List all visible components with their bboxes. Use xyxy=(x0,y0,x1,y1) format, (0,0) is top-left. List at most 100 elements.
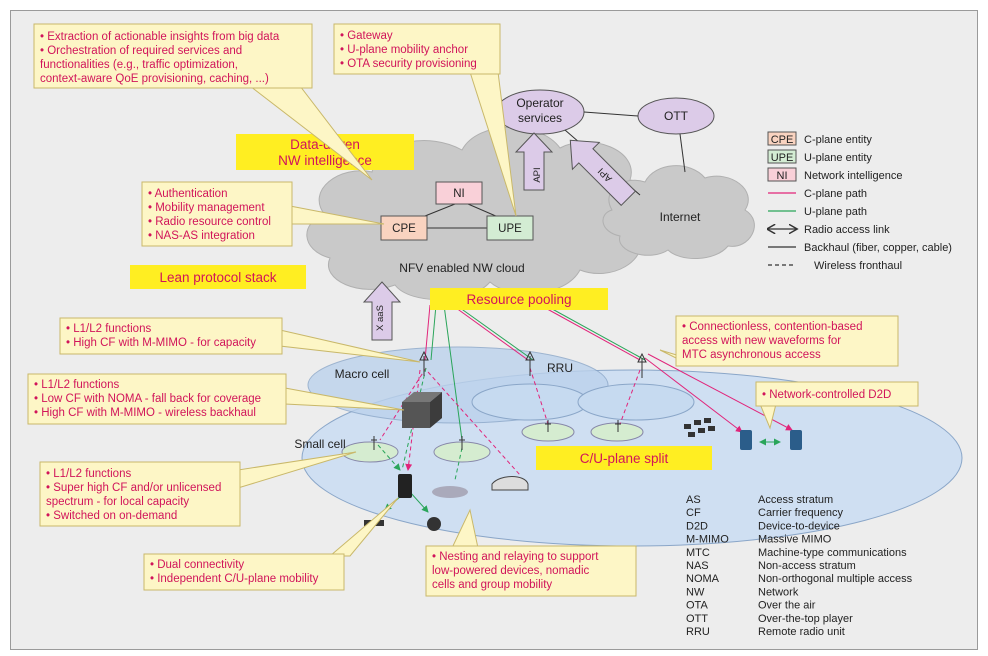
macro-cell-label: Macro cell xyxy=(335,367,390,381)
fronthaul-3 xyxy=(529,367,549,425)
radio-link-3 xyxy=(454,447,463,481)
mtc-devices xyxy=(684,418,715,437)
legend-label: U-plane entity xyxy=(804,152,872,164)
api-arrow-2: API xyxy=(569,139,637,207)
cpe-box xyxy=(380,215,428,241)
insights-line-1: • Extraction of actionable insights from… xyxy=(40,31,280,43)
abbreviation-definition: Access stratum xyxy=(758,494,833,506)
legend-item: UPE U-plane entity xyxy=(767,149,872,164)
callout-l1-local: • L1/L2 functions • Super high CF and/or… xyxy=(39,451,357,527)
antennas xyxy=(371,350,647,450)
operator-label-2: services xyxy=(518,111,562,125)
radio-link-4 xyxy=(427,371,521,476)
uplane-path-rru1 xyxy=(455,304,534,361)
gateway-line-2: • U-plane mobility anchor xyxy=(340,44,468,56)
abbreviation-definition: Device-to-device xyxy=(758,520,840,532)
d2d-phone-1 xyxy=(740,430,752,450)
abbreviation-definition: Non-access stratum xyxy=(758,560,856,572)
connectionless-line-2: access with new waveforms for xyxy=(682,335,841,347)
title-pooling: Resource pooling xyxy=(430,288,608,310)
ni-label: NI xyxy=(453,188,465,200)
legend-label: Radio access link xyxy=(804,224,890,236)
api-label-1: API xyxy=(532,167,543,182)
rru-coverage-1 xyxy=(471,383,589,421)
train-device xyxy=(491,476,529,491)
pooling-label: Resource pooling xyxy=(466,292,571,307)
internet-cloud xyxy=(602,165,755,260)
legend-key: NI xyxy=(777,170,788,182)
abbreviation-definition: Non-orthogonal multiple access xyxy=(758,573,913,585)
l1-local-line-1: • L1/L2 functions xyxy=(46,468,131,480)
auth-line-1: • Authentication xyxy=(148,188,227,200)
cloud-label: NFV enabled NW cloud xyxy=(399,261,524,275)
connectionless-line-3: MTC asynchronous access xyxy=(682,349,821,361)
legend-swatch xyxy=(767,167,797,182)
car-device xyxy=(432,486,468,498)
abbreviation-term: NAS xyxy=(686,560,709,572)
legend-item: NI Network intelligence xyxy=(767,167,902,182)
abbreviation-definition: Machine-type communications xyxy=(758,547,907,559)
legend-key: UPE xyxy=(771,152,794,164)
small-cell-antenna-1 xyxy=(371,436,377,450)
small-cell-label: Small cell xyxy=(294,437,345,451)
ott-label: OTT xyxy=(664,109,689,123)
legend-label: Backhaul (fiber, copper, cable) xyxy=(804,242,952,254)
title-split: C/U-plane split xyxy=(536,446,712,470)
mtc-link-1 xyxy=(644,357,743,433)
nesting-line-1: • Nesting and relaying to support xyxy=(432,551,599,563)
insights-line-4: context-aware QoE provisioning, caching,… xyxy=(40,73,269,85)
device-link-watch xyxy=(409,491,429,513)
watch-device xyxy=(427,517,441,531)
callout-l1-coverage: • L1/L2 functions • Low CF with NOMA - f… xyxy=(27,373,405,425)
gateway-line-3: • OTA security provisioning xyxy=(340,58,477,70)
lean-label: Lean protocol stack xyxy=(159,270,276,285)
legend-item: U-plane path xyxy=(768,206,867,218)
legend-label: Network intelligence xyxy=(804,170,902,182)
legend-label: U-plane path xyxy=(804,206,867,218)
abbreviation-term: CF xyxy=(686,507,701,519)
legend-swatch xyxy=(767,149,797,164)
l1-coverage-line-1: • L1/L2 functions xyxy=(34,379,119,391)
rru-antenna-2 xyxy=(637,352,647,378)
api-arrow-1: API xyxy=(514,132,554,191)
callout-dual: • Dual connectivity • Independent C/U-pl… xyxy=(143,497,399,591)
nesting-line-2: low-powered devices, nomadic xyxy=(432,565,589,577)
callout-d2d: • Network-controlled D2D xyxy=(755,381,919,430)
callout-nesting: • Nesting and relaying to support low-po… xyxy=(425,508,637,597)
abbreviation-definition: Over the air xyxy=(758,600,816,612)
callout-auth: • Authentication • Mobility management •… xyxy=(141,181,385,247)
cplane-path-rru2 xyxy=(539,304,641,361)
abbreviation-term: NW xyxy=(686,586,705,598)
insights-line-3: functionalities (e.g., traffic optimizat… xyxy=(40,59,238,71)
fronthaul-4 xyxy=(619,369,641,425)
small-cell-antenna-4 xyxy=(615,420,621,432)
radio-link-2 xyxy=(377,444,401,471)
abbreviation-definition: Massive MIMO xyxy=(758,534,832,546)
abbreviation-term: OTT xyxy=(686,613,708,625)
macro-cell-cube xyxy=(402,392,442,428)
connectionless-line-1: • Connectionless, contention-based xyxy=(682,321,862,333)
title-lean: Lean protocol stack xyxy=(130,265,306,289)
dual-line-1: • Dual connectivity xyxy=(150,559,244,571)
auth-line-3: • Radio resource control xyxy=(148,216,271,228)
ott-internet-link xyxy=(679,133,686,173)
operator-label-1: Operator xyxy=(516,96,563,110)
legend-swatch xyxy=(767,131,797,146)
legend-item: Radio access link xyxy=(768,224,890,236)
upe-box xyxy=(486,215,534,241)
abbreviation-definition: Remote radio unit xyxy=(758,626,845,638)
internet-label: Internet xyxy=(660,210,701,224)
l1-capacity-line-1: • L1/L2 functions xyxy=(66,323,151,335)
dual-line-2: • Independent C/U-plane mobility xyxy=(150,573,319,585)
small-cell-1 xyxy=(341,441,399,463)
abbreviation-row: NAS Non-access stratum xyxy=(686,560,856,572)
l1-capacity-line-2: • High CF with M-MIMO - for capacity xyxy=(66,337,256,349)
insights-line-2: • Orchestration of required services and xyxy=(40,45,242,57)
